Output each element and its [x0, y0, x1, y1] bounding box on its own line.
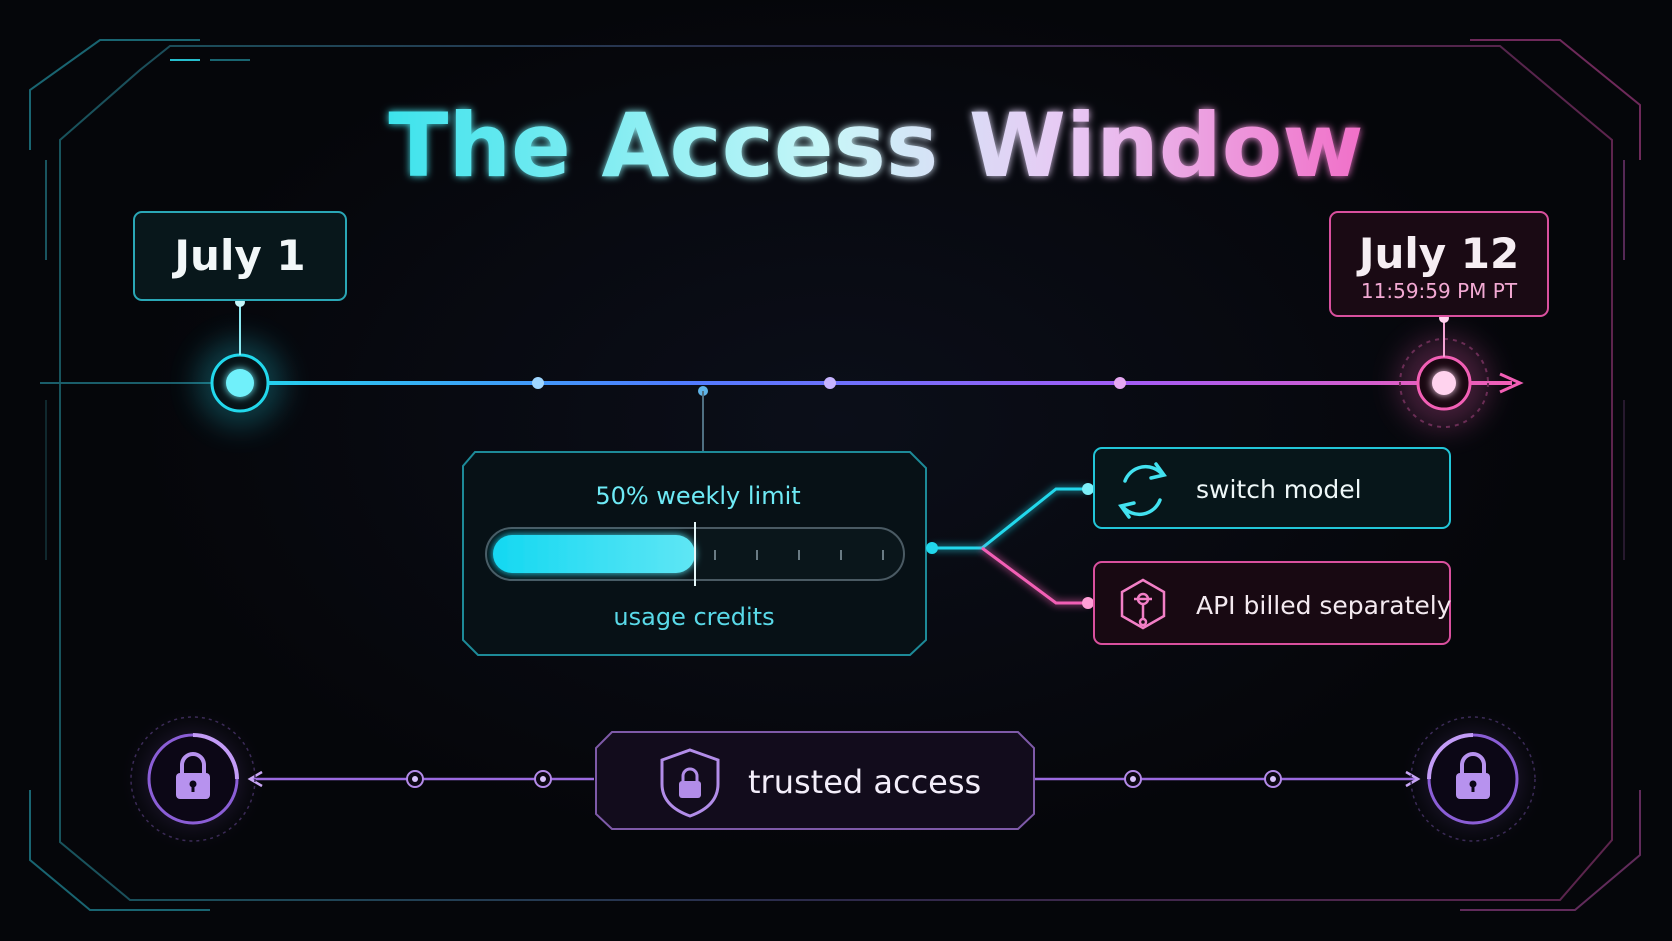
end-date-label: July 12: [1356, 229, 1519, 278]
timeline-arrowhead-icon: [1499, 372, 1524, 394]
api-billed-label: API billed separately: [1196, 591, 1452, 620]
branch-connector: [926, 483, 1094, 609]
trusted-access-line: [247, 770, 1421, 788]
end-date-card: July 12 11:59:59 PM PT: [1329, 211, 1549, 317]
end-time-label: 11:59:59 PM PT: [1361, 279, 1518, 303]
usage-credits-label: usage credits: [613, 603, 774, 631]
trusted-access-label: trusted access: [748, 763, 981, 801]
refresh-cycle-icon: [1118, 462, 1167, 519]
timeline-tick-node: [824, 377, 836, 389]
padlock-icon: [130, 716, 256, 842]
trusted-access-card: trusted access: [595, 731, 1035, 830]
usage-card: 50% weekly limit usage credits: [462, 451, 927, 656]
padlock-icon: [1410, 716, 1536, 842]
shield-lock-icon: [660, 748, 720, 818]
frame-corner-accents: [29, 39, 1641, 911]
timeline-start-node-icon: [196, 297, 284, 427]
outer-frame: [59, 45, 1613, 901]
left-arrow-icon: [247, 770, 263, 788]
usage-bar-ticks: [714, 550, 884, 560]
page-title: The Access Window: [388, 94, 1363, 197]
hexagon-key-icon: [1120, 578, 1166, 630]
timeline-tick-node: [532, 377, 544, 389]
api-billed-card: API billed separately: [1093, 561, 1452, 645]
start-date-card: July 1: [133, 211, 347, 301]
right-arrow-icon: [1405, 770, 1421, 788]
switch-model-label: switch model: [1196, 475, 1362, 504]
timeline-tick-node: [1114, 377, 1126, 389]
usage-connector: [698, 386, 708, 452]
main-timeline: [40, 372, 1524, 394]
weekly-limit-label: 50% weekly limit: [595, 482, 800, 510]
timeline-end-node-icon: [1398, 313, 1490, 429]
start-date-label: July 1: [171, 231, 305, 280]
usage-bar-fill: [493, 535, 695, 573]
switch-model-card: switch model: [1093, 447, 1451, 529]
